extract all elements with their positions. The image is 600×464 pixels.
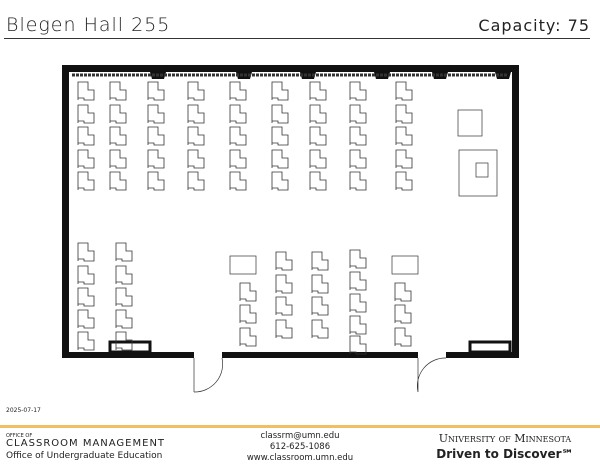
chair	[394, 282, 412, 302]
chair	[77, 265, 95, 285]
chair	[349, 249, 367, 269]
office-of-label: OFFICE OF	[6, 433, 33, 439]
chair	[115, 331, 133, 351]
chair	[109, 104, 127, 124]
chair	[187, 81, 205, 101]
chair	[309, 81, 327, 101]
chair	[147, 149, 165, 169]
chair	[77, 81, 95, 101]
contact-phone: 612-625-1086	[269, 442, 331, 452]
floor-plan	[62, 65, 519, 393]
chair	[77, 309, 95, 329]
university-tagline: Driven to Discover℠	[436, 447, 574, 461]
chair	[115, 265, 133, 285]
chair	[395, 104, 413, 124]
doors	[193, 357, 447, 393]
chair	[271, 81, 289, 101]
chair	[349, 81, 367, 101]
chair	[271, 171, 289, 191]
chair	[275, 274, 293, 294]
chair	[229, 81, 247, 101]
chair	[109, 126, 127, 146]
chair	[311, 274, 329, 294]
chair	[311, 296, 329, 316]
chair	[349, 335, 367, 355]
chair	[349, 271, 367, 291]
chair	[271, 149, 289, 169]
chair	[394, 327, 412, 347]
chair	[77, 126, 95, 146]
chair	[395, 149, 413, 169]
walls	[62, 65, 519, 358]
chair	[394, 304, 412, 324]
chair	[229, 126, 247, 146]
chair	[309, 126, 327, 146]
chair	[271, 126, 289, 146]
instructor-station	[229, 109, 498, 275]
room-title: Blegen Hall 255	[6, 14, 171, 36]
chair	[271, 104, 289, 124]
contact-email[interactable]: classrm@umn.edu	[260, 431, 340, 441]
plan-date: 2025-07-17	[6, 407, 41, 414]
chair	[395, 81, 413, 101]
chair	[147, 171, 165, 191]
chair	[395, 126, 413, 146]
chair	[187, 104, 205, 124]
office-name: CLASSROOM MANAGEMENT	[6, 438, 166, 449]
chair	[239, 304, 257, 324]
footer-divider	[0, 425, 600, 428]
office-subtitle: Office of Undergraduate Education	[6, 451, 163, 461]
chair	[229, 171, 247, 191]
chair	[349, 293, 367, 313]
chair	[349, 171, 367, 191]
chair	[77, 149, 95, 169]
chair	[77, 242, 95, 262]
chair	[349, 126, 367, 146]
chair	[115, 309, 133, 329]
chair	[275, 296, 293, 316]
chair	[187, 171, 205, 191]
chair	[77, 287, 95, 307]
university-logo: University of Minnesota	[438, 432, 572, 445]
chair	[309, 149, 327, 169]
chair	[109, 149, 127, 169]
chair	[147, 81, 165, 101]
chair	[77, 331, 95, 351]
room-capacity: Capacity: 75	[478, 16, 590, 35]
chair	[147, 104, 165, 124]
header-divider	[4, 38, 590, 39]
chair	[275, 251, 293, 271]
chair	[349, 149, 367, 169]
chair	[147, 126, 165, 146]
contact-website[interactable]: www.classroom.umn.edu	[246, 453, 354, 463]
chair	[349, 315, 367, 335]
chair	[311, 251, 329, 271]
chairs	[77, 81, 413, 355]
chair	[309, 104, 327, 124]
chair	[115, 287, 133, 307]
chair	[187, 126, 205, 146]
chair	[239, 282, 257, 302]
chair	[229, 149, 247, 169]
chair	[239, 327, 257, 347]
chair	[229, 104, 247, 124]
chair	[311, 319, 329, 339]
chair	[187, 149, 205, 169]
chair	[77, 171, 95, 191]
chair	[77, 104, 95, 124]
chair	[109, 81, 127, 101]
chair	[349, 104, 367, 124]
chair	[275, 319, 293, 339]
chair	[109, 171, 127, 191]
chair	[115, 242, 133, 262]
chair	[395, 171, 413, 191]
chair	[309, 171, 327, 191]
